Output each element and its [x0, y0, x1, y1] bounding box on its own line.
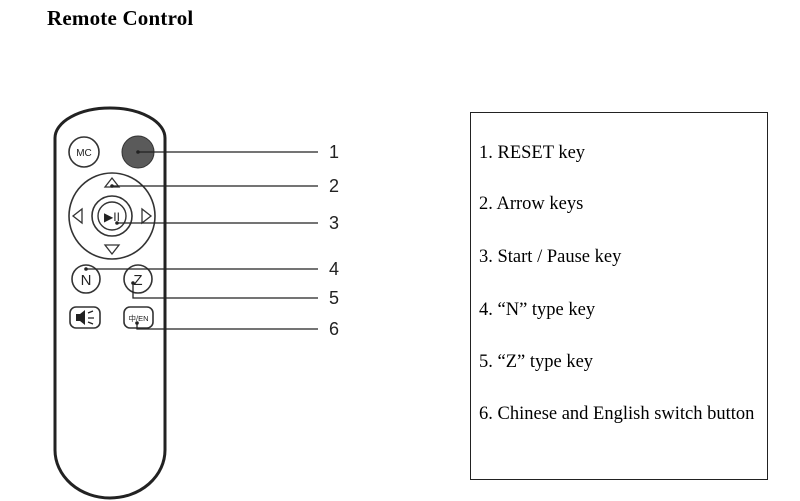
callout-number: 3: [329, 213, 339, 233]
z-type-button: Z: [123, 264, 153, 294]
svg-text:中/EN: 中/EN: [128, 313, 148, 323]
mc-button: MC: [68, 136, 100, 168]
leader-dots: [84, 150, 140, 325]
arrow-left-icon: [71, 207, 83, 225]
remote-body: [53, 106, 167, 500]
legend-item: 3. Start / Pause key: [479, 247, 622, 267]
legend-item: 2. Arrow keys: [479, 194, 584, 214]
arrow-right-icon: [141, 207, 153, 225]
language-switch-button: 中/EN: [123, 306, 154, 329]
page-title: Remote Control: [47, 6, 194, 30]
callout-number: 5: [329, 288, 339, 308]
speaker-button: [69, 306, 101, 329]
svg-text:Z: Z: [133, 272, 142, 289]
legend-item: 1. RESET key: [479, 143, 586, 163]
callout-number: 4: [329, 259, 339, 279]
play-pause-button: ▶II: [91, 195, 133, 237]
legend-item: 5. “Z” type key: [479, 352, 594, 372]
svg-text:▶II: ▶II: [104, 210, 120, 224]
n-type-button: N: [71, 264, 101, 294]
speaker-icon: [76, 310, 85, 325]
arrow-down-icon: [103, 244, 121, 256]
legend-item: 6. Chinese and English switch button: [479, 404, 755, 424]
callout-number: 1: [329, 142, 339, 162]
callout-number: 2: [329, 176, 339, 196]
legend-item: 4. “N” type key: [479, 300, 596, 320]
legend-box: 1. RESET key 2. Arrow keys 3. Start / Pa…: [470, 112, 768, 480]
svg-text:N: N: [81, 272, 92, 289]
leader-lines: [86, 151, 318, 330]
callout-number: 6: [329, 319, 339, 339]
svg-text:MC: MC: [76, 148, 92, 159]
